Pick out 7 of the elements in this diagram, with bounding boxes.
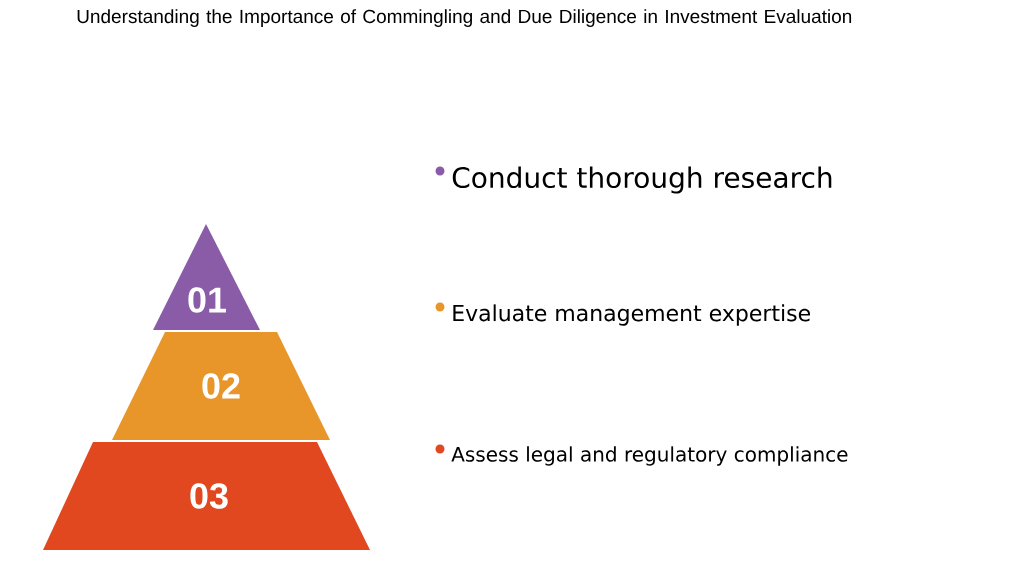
pyramid-tier: 02 bbox=[112, 332, 330, 440]
legend-text: Evaluate management expertise bbox=[453, 304, 810, 326]
legend-text: Assess legal and regulatory compliance bbox=[451, 446, 848, 466]
legend-text: Conduct thorough research bbox=[452, 166, 832, 194]
pyramid-tier: 03 bbox=[43, 442, 370, 550]
title: Understanding the Importance of Commingling and Due Diligence in Investment Evaluation bbox=[77, 9, 852, 27]
pyramid-tier: 01 bbox=[153, 224, 260, 330]
